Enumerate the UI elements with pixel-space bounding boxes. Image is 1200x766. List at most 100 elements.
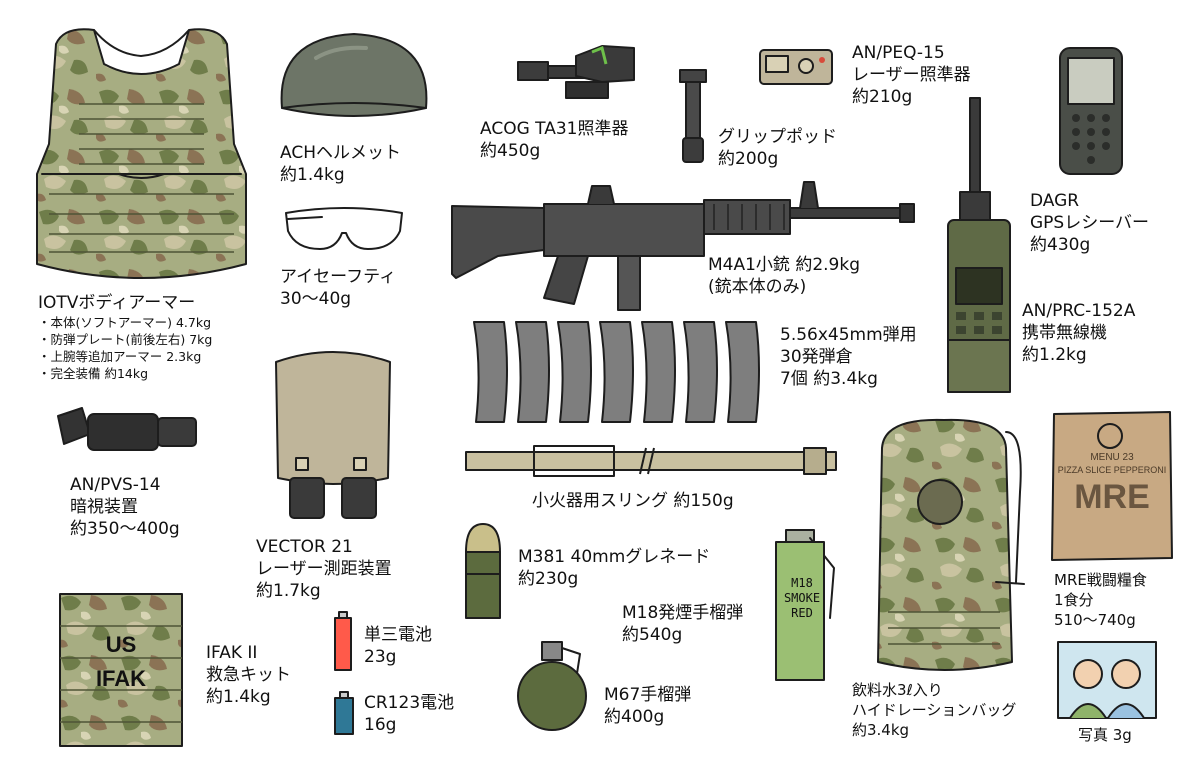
magazine-5 [641,321,676,423]
m4a1-rifle-illustration [451,181,915,311]
mre-label: MRE戦闘糧食 1食分 510〜740g [1054,570,1147,630]
magazine-6 [683,321,718,423]
m381-label: M381 40mmグレネード 約230g [518,546,710,590]
ifak-pouch-label: US IFAK [60,628,182,696]
hydration-bag-illustration [877,418,1025,671]
prc152-name: AN/PRC-152A [1022,301,1136,321]
magazines-weight: 7個 約3.4kg [780,369,878,389]
iotv-label: IOTVボディアーマー [38,292,195,314]
eyewear-label: アイセーフティ 30〜40g [280,266,396,310]
mre-bag-text-3: MRE [1074,478,1150,516]
hydration-weight: 約3.4kg [852,721,910,739]
dagr-subtitle: GPSレシーバー [1030,213,1150,233]
pvs14-weight: 約350〜400g [70,519,180,539]
peq15-label: AN/PEQ-15 レーザー照準器 約210g [852,42,971,108]
mre-bag-text-1: MENU 23 [1090,452,1134,463]
ifak-pouch-text-2: IFAK [95,666,147,691]
peq15-weight: 約210g [852,87,913,107]
magazines-name: 5.56x45mm弾用 [780,325,917,345]
peq15-name: AN/PEQ-15 [852,43,945,63]
dagr-illustration [1059,47,1123,175]
m67-weight: 約400g [604,707,665,727]
photo-illustration [1057,641,1157,719]
aa-weight: 23g [364,647,397,667]
prc152-weight: 約1.2kg [1022,345,1087,365]
grippod-weight: 約200g [718,149,779,169]
vector21-weight: 約1.7kg [256,581,321,601]
helmet-weight: 約1.4kg [280,165,345,185]
sling-name: 小火器用スリング 約150g [532,491,734,511]
helmet-name: ACHヘルメット [280,143,401,163]
iotv-name: IOTVボディアーマー [38,293,196,313]
helmet-label: ACHヘルメット 約1.4kg [280,142,401,186]
acog-label: ACOG TA31照準器 約450g [480,118,628,162]
aa-battery-illustration [334,611,352,671]
eyewear-name: アイセーフティ [280,267,397,287]
ifak-pouch-illustration [59,593,183,747]
peq15-illustration [759,49,833,85]
mre-weight: 510〜740g [1054,611,1136,629]
pvs14-label: AN/PVS-14 暗視装置 約350〜400g [70,474,180,540]
magazine-4 [599,321,634,423]
mre-bag-label: MENU 23 PIZZA SLICE PEPPERONI MRE [1052,452,1172,518]
eyewear-weight: 30〜40g [280,289,352,309]
vector21-illustration [275,351,391,519]
peq15-subtitle: レーザー照準器 [852,65,971,85]
grippod-name: グリップポッド [718,127,837,147]
grippod-label: グリップポッド 約200g [718,126,837,170]
ifak-name: IFAK II [206,643,258,663]
sling-illustration [465,445,837,477]
ifak-weight: 約1.4kg [206,687,271,707]
hydration-name: 飲料水3ℓ入り [852,681,943,699]
pvs14-subtitle: 暗視装置 [70,497,138,517]
dagr-name: DAGR [1030,191,1080,211]
cr123-name: CR123電池 [364,693,455,713]
m18-label: M18発煙手榴弾 約540g [622,602,743,646]
m18-name: M18発煙手榴弾 [622,603,744,623]
ifak-subtitle: 救急キット [206,665,291,685]
cr123-label: CR123電池 16g [364,692,454,736]
cr123-weight: 16g [364,715,397,735]
magazines-subtitle: 30発弾倉 [780,347,853,367]
mre-name: MRE戦闘糧食 [1054,571,1147,589]
m381-grenade-illustration [465,523,501,619]
m18-smoke-illustration [775,529,835,681]
acog-weight: 約450g [480,141,541,161]
prc152-label: AN/PRC-152A 携帯無線機 約1.2kg [1022,300,1135,366]
magazine-3 [557,321,592,423]
vector21-subtitle: レーザー測距装置 [256,559,392,579]
m4a1-label: M4A1小銃 約2.9kg (銃本体のみ) [708,254,860,298]
m18-can-text-2: SMOKE [783,591,821,605]
dagr-weight: 約430g [1030,235,1091,255]
m67-grenade-illustration [517,641,587,731]
vector21-label: VECTOR 21 レーザー測距装置 約1.7kg [256,536,392,602]
vector21-name: VECTOR 21 [256,537,353,557]
m18-weight: 約540g [622,625,683,645]
pvs14-name: AN/PVS-14 [70,475,161,495]
ach-helmet-illustration [280,33,428,117]
m67-name: M67手榴弾 [604,685,692,705]
m18-can-text-3: RED [791,606,813,620]
mre-subtitle: 1食分 [1054,591,1094,609]
iotv-detail-1: ・本体(ソフトアーマー) 4.7kg [38,315,212,330]
prc152-subtitle: 携帯無線機 [1022,323,1107,343]
magazines-label: 5.56x45mm弾用 30発弾倉 7個 約3.4kg [780,324,917,390]
acog-name: ACOG TA31照準器 [480,119,629,139]
magazine-2 [515,321,550,423]
m4a1-name: M4A1小銃 約2.9kg [708,255,861,275]
grippod-illustration [679,69,707,163]
iotv-detail-2: ・防弾プレート(前後左右) 7kg [38,332,213,347]
m18-can-label: M18 SMOKE RED [778,576,826,621]
ifak-pouch-text-1: US [105,632,137,657]
dagr-label: DAGR GPSレシーバー 約430g [1030,190,1149,256]
photo-label: 写真 3g [1078,724,1132,746]
pvs14-illustration [57,407,197,451]
aa-label: 単三電池 23g [364,624,432,668]
eyewear-illustration [285,207,403,250]
m381-weight: 約230g [518,569,579,589]
iotv-detail-4: ・完全装備 約14kg [38,366,149,381]
m67-label: M67手榴弾 約400g [604,684,691,728]
hydration-label: 飲料水3ℓ入り ハイドレーションバッグ 約3.4kg [852,680,1016,740]
iotv-detail-3: ・上腕等追加アーマー 2.3kg [38,349,202,364]
acog-scope-illustration [517,45,635,99]
